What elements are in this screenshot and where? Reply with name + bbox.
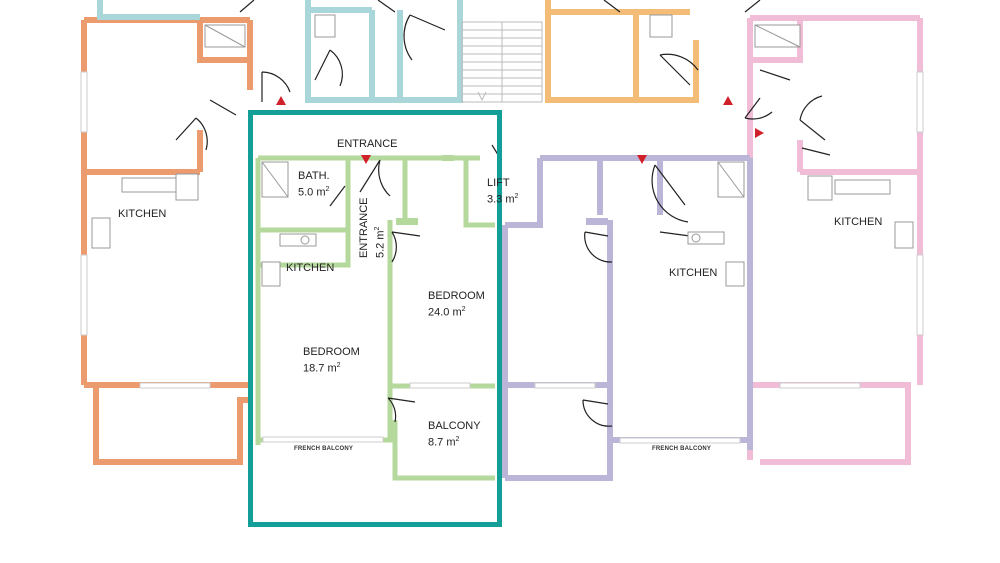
label-french-balcony-left: FRENCH BALCONY xyxy=(294,446,354,452)
apartment-purple xyxy=(502,155,753,481)
label-kitchen-right: KITCHEN xyxy=(834,216,883,228)
label-bedroom-small-area: 18.7 m xyxy=(303,362,337,375)
entrance-marker-1 xyxy=(361,155,371,164)
label-lift-name: LIFT xyxy=(487,177,510,189)
sq-superscript: 2 xyxy=(325,186,330,193)
label-kitchen-highlight: KITCHEN xyxy=(286,262,335,274)
stairs xyxy=(461,21,543,103)
label-bedroom-large: BEDROOM 24.0 m2 xyxy=(428,290,485,320)
kitchen-fixtures xyxy=(91,173,914,287)
label-bedroom-small-name: BEDROOM xyxy=(303,346,360,358)
label-entrance-vert-area: 5.2 m xyxy=(374,230,387,258)
label-entrance-top: ENTRANCE xyxy=(337,138,398,150)
window-purple xyxy=(534,382,741,444)
label-balcony-area: 8.7 m xyxy=(428,436,456,449)
entrance-marker-4 xyxy=(723,96,733,105)
label-balcony: BALCONY 8.7 m2 xyxy=(428,420,481,450)
label-kitchen-left: KITCHEN xyxy=(118,208,167,220)
window-right-pink xyxy=(779,71,924,389)
label-bedroom-large-name: BEDROOM xyxy=(428,290,485,302)
label-entrance-vert-name: ENTRANCE xyxy=(358,197,370,258)
sq-superscript: 2 xyxy=(336,362,341,369)
label-kitchen-mid: KITCHEN xyxy=(669,267,718,279)
label-entrance-vert: ENTRANCE 5.2 m2 xyxy=(358,197,388,258)
entrance-marker-5 xyxy=(755,128,764,138)
apartment-top-orange xyxy=(545,0,699,103)
label-balcony-name: BALCONY xyxy=(428,420,481,432)
entrance-marker-3 xyxy=(276,96,286,105)
partition-blocks xyxy=(396,155,454,225)
partition-block-purple xyxy=(586,218,608,225)
label-bedroom-small: BEDROOM 18.7 m2 xyxy=(303,346,360,376)
entrance-marker-2 xyxy=(637,155,647,164)
bath-fixtures xyxy=(204,14,801,198)
window-left-orange xyxy=(80,71,211,389)
sq-superscript: 2 xyxy=(514,193,519,200)
sq-superscript: 2 xyxy=(374,226,381,231)
doors xyxy=(175,0,831,427)
label-lift: LIFT 3.3 m2 xyxy=(487,177,518,207)
sq-superscript: 2 xyxy=(455,436,460,443)
label-bath: BATH. 5.0 m2 xyxy=(298,170,330,200)
label-bath-name: BATH. xyxy=(298,170,330,182)
label-bedroom-large-area: 24.0 m xyxy=(428,306,462,319)
window-green xyxy=(262,382,471,443)
highlight-frame xyxy=(248,110,502,527)
label-french-balcony-right: FRENCH BALCONY xyxy=(652,446,712,452)
apartment-top-blue xyxy=(97,0,463,103)
label-bath-area: 5.0 m xyxy=(298,186,326,199)
label-lift-area: 3.3 m xyxy=(487,193,515,206)
sq-superscript: 2 xyxy=(461,306,466,313)
